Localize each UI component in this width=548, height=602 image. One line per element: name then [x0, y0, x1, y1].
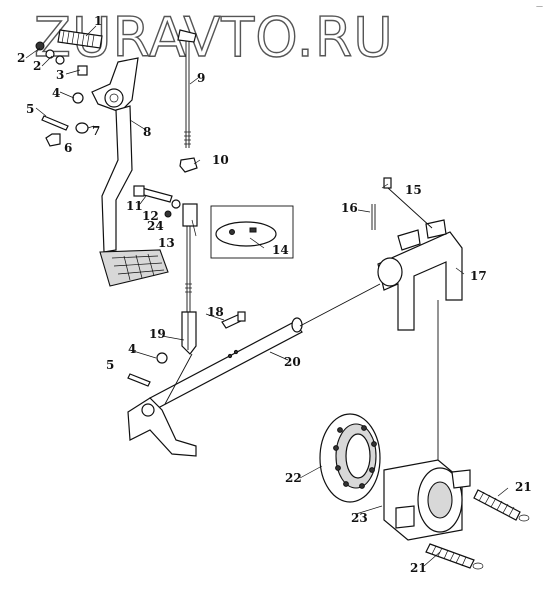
pin-18	[221, 311, 246, 329]
callout-20: 20	[284, 355, 301, 369]
callout-21a: 21	[515, 480, 532, 494]
brake-pedal-lever	[91, 57, 169, 287]
callout-15: 15	[405, 183, 422, 197]
callout-14: 14	[272, 243, 289, 257]
release-fork	[377, 219, 463, 470]
callout-13: 13	[158, 236, 175, 250]
callout-2a: 2	[17, 51, 25, 65]
cross-shaft	[127, 283, 381, 457]
callout-4a: 4	[52, 86, 60, 100]
callout-3: 3	[56, 68, 64, 82]
callout-21b: 21	[410, 561, 427, 575]
callout-labels: 1 2 2 3 4 5 6 7 8 9 10 11 12 24 13 14 15…	[17, 14, 532, 575]
fork-pins	[371, 177, 433, 230]
callout-16: 16	[341, 201, 358, 215]
detail-inset	[210, 205, 294, 259]
callout-6: 6	[64, 141, 72, 155]
callout-24: 24	[147, 219, 164, 233]
callout-2b: 2	[33, 59, 41, 73]
callout-17: 17	[470, 269, 487, 283]
callout-7: 7	[92, 124, 100, 138]
callout-10: 10	[212, 153, 229, 167]
callout-19: 19	[149, 327, 166, 341]
callout-9: 9	[197, 71, 205, 85]
callout-23: 23	[351, 511, 368, 525]
bearing-sleeve	[383, 459, 471, 541]
callout-5a: 5	[26, 102, 34, 116]
split-pin-lower	[127, 352, 168, 387]
clamp-bolt	[133, 185, 181, 218]
callout-18: 18	[207, 305, 224, 319]
return-spring	[57, 29, 103, 49]
callout-22: 22	[285, 471, 302, 485]
callout-12: 12	[142, 209, 159, 223]
callout-11: 11	[126, 199, 143, 213]
callout-4b: 4	[128, 342, 136, 356]
callout-8: 8	[143, 125, 151, 139]
callout-5b: 5	[106, 358, 114, 372]
pull-rod	[177, 29, 198, 355]
release-bearing	[319, 413, 381, 503]
callout-1: 1	[94, 14, 102, 28]
corner-mark: —	[536, 2, 543, 10]
split-pin-upper	[41, 115, 89, 147]
fork-springs	[425, 489, 530, 570]
leader-lines	[25, 25, 509, 567]
